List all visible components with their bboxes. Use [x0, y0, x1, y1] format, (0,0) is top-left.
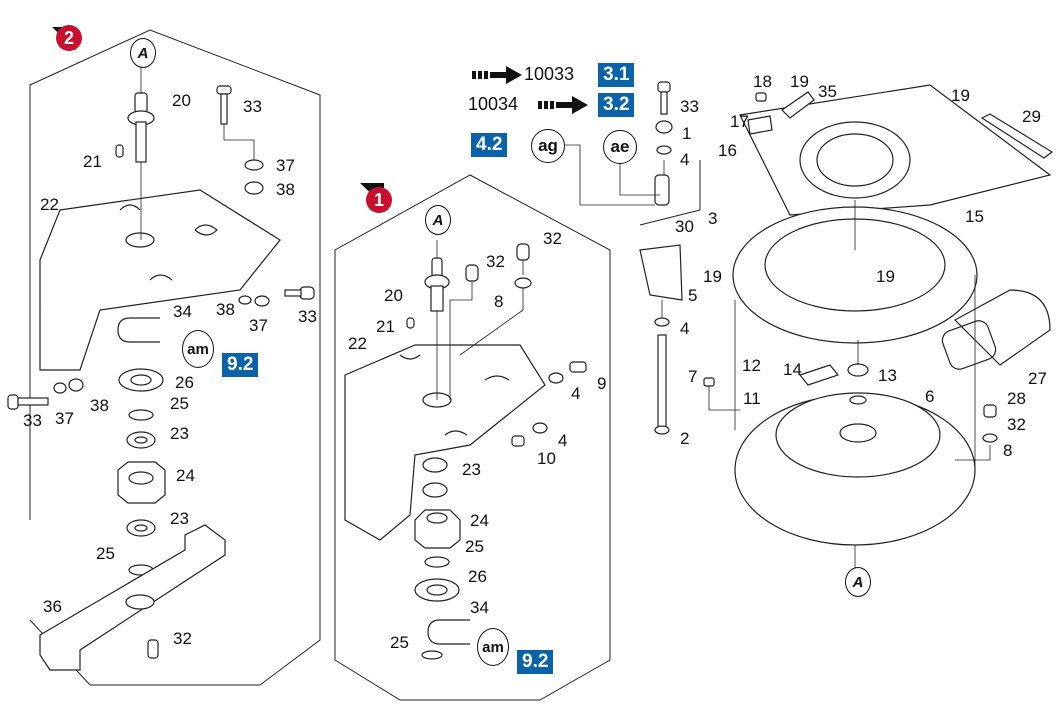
- detail-marker-A-mid: A: [425, 205, 451, 235]
- ref-3-1[interactable]: 3.1: [598, 63, 635, 87]
- ref-9-2-mid[interactable]: 9.2: [517, 650, 554, 674]
- callout: 15: [965, 207, 984, 226]
- callout: 33: [298, 307, 317, 326]
- callout: 6: [925, 387, 935, 406]
- callout: 38: [216, 300, 235, 319]
- callout: 24: [470, 511, 489, 530]
- callout: 20: [172, 91, 191, 110]
- section-badge-2: 2: [56, 25, 82, 51]
- callout: 34: [470, 598, 489, 617]
- callout: 4: [571, 384, 581, 403]
- callout: 25: [170, 394, 189, 413]
- callout: 8: [1003, 441, 1013, 460]
- serial-10033: 10033: [524, 64, 575, 84]
- ref-9-2-left[interactable]: 9.2: [222, 353, 259, 377]
- part-22-plate-mid: [344, 344, 546, 541]
- callout: 36: [43, 597, 62, 616]
- callout: 28: [1007, 389, 1026, 408]
- callout: 21: [376, 317, 395, 336]
- callout: 20: [384, 286, 403, 305]
- callout: 29: [1022, 107, 1041, 126]
- callout: 16: [718, 141, 737, 160]
- ref-3-2[interactable]: 3.2: [598, 93, 635, 117]
- callout: 2: [680, 429, 690, 448]
- serial-10034: 10034: [468, 94, 519, 114]
- callout: 26: [175, 373, 194, 392]
- detail-marker-am-mid: am: [477, 628, 509, 666]
- callout: 22: [348, 334, 367, 353]
- callout: 34: [173, 302, 192, 321]
- callout: 33: [680, 97, 699, 116]
- callout: 19: [876, 267, 895, 286]
- callout: 4: [680, 319, 690, 338]
- section-badge-1: 1: [366, 187, 392, 213]
- callout: 12: [742, 356, 761, 375]
- callout: 4: [680, 150, 690, 169]
- callout: 18: [753, 72, 772, 91]
- detail-marker-ae: ae: [603, 130, 637, 164]
- frame-section-2: [29, 29, 321, 686]
- callout: 21: [83, 152, 102, 171]
- callout: 38: [90, 396, 109, 415]
- callout: 27: [1028, 369, 1047, 388]
- callout: 1: [682, 124, 692, 143]
- callout: 33: [243, 97, 262, 116]
- callout: 37: [55, 409, 74, 428]
- callout: 23: [170, 509, 189, 528]
- detail-marker-ag: ag: [531, 129, 565, 163]
- callout: 14: [783, 360, 802, 379]
- part-20-shaft: [134, 92, 148, 114]
- callout: 32: [173, 629, 192, 648]
- callout: 3: [708, 209, 718, 228]
- callout: 25: [96, 544, 115, 563]
- callout: 38: [276, 180, 295, 199]
- callout: 11: [743, 389, 761, 408]
- callout: 17: [730, 112, 749, 131]
- callout: 32: [486, 252, 505, 271]
- callout: 32: [543, 229, 562, 248]
- callout: 23: [462, 460, 481, 479]
- callout: 30: [675, 217, 694, 236]
- callout: 13: [878, 366, 897, 385]
- callout: 33: [23, 411, 42, 430]
- callout: 8: [494, 292, 504, 311]
- callout: 9: [597, 374, 607, 393]
- callout: 10: [537, 449, 556, 468]
- frame-section-1: [334, 174, 611, 701]
- callout: 26: [468, 567, 487, 586]
- detail-marker-am-left: am: [182, 330, 214, 368]
- callout: 22: [40, 195, 59, 214]
- callout: 25: [390, 633, 409, 652]
- callout: 5: [688, 286, 698, 305]
- callout: 23: [170, 424, 189, 443]
- callout: 37: [276, 156, 295, 175]
- callout: 19: [703, 267, 722, 286]
- detail-marker-A-right: A: [845, 567, 871, 597]
- part-33-bolt: [216, 85, 232, 95]
- callout: 19: [951, 86, 970, 105]
- callout: 37: [249, 316, 268, 335]
- callout: 24: [176, 466, 195, 485]
- detail-marker-A-left: A: [130, 38, 156, 68]
- callout: 35: [818, 82, 837, 101]
- callout: 4: [558, 431, 568, 450]
- callout: 25: [465, 537, 484, 556]
- callout: 19: [790, 72, 809, 91]
- callout: 7: [688, 367, 698, 386]
- callout: 32: [1007, 415, 1026, 434]
- ref-4-2[interactable]: 4.2: [471, 133, 508, 157]
